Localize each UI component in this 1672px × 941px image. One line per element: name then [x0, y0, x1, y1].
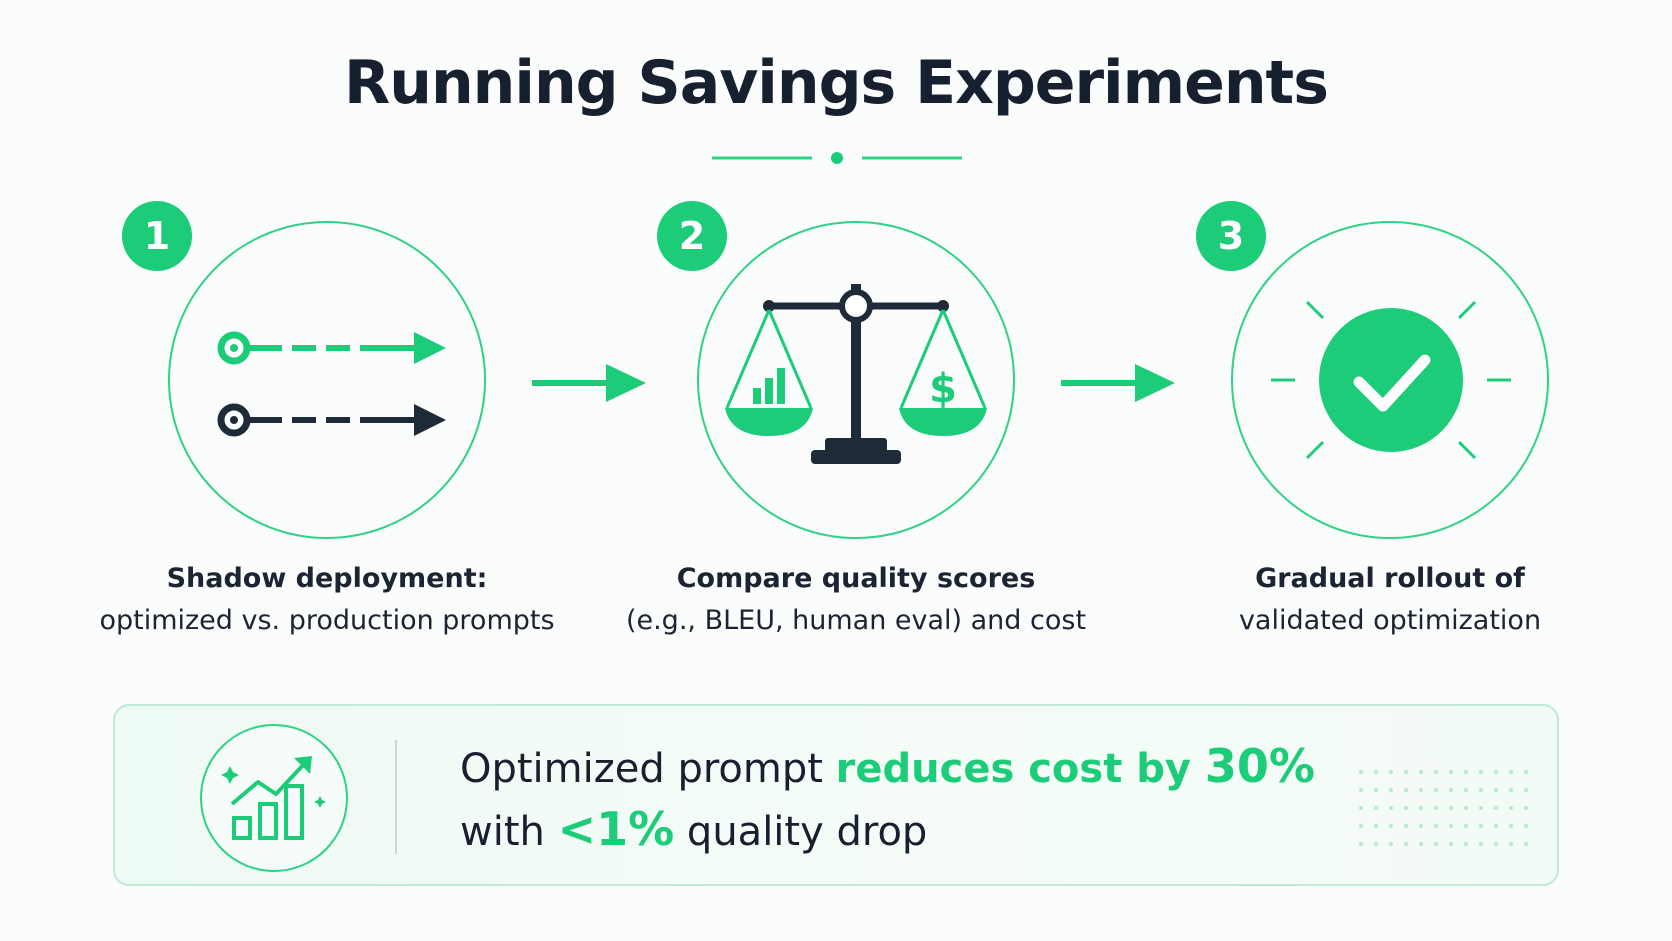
- flow-arrow-1-to-2: [532, 364, 646, 402]
- decorative-dot: [1463, 841, 1469, 847]
- decorative-dot: [1388, 769, 1394, 775]
- shadow-deployment-arrows-icon: [217, 331, 446, 437]
- decorative-dot: [1433, 823, 1439, 829]
- decorative-dot: [1523, 787, 1529, 793]
- decorative-dot: [1358, 841, 1364, 847]
- decorative-dot: [1508, 805, 1514, 811]
- decorative-dot: [1433, 787, 1439, 793]
- decorative-dot: [1448, 787, 1454, 793]
- decorative-dot: [1403, 841, 1409, 847]
- decorative-dot: [1508, 769, 1514, 775]
- decorative-dot: [1463, 769, 1469, 775]
- decorative-dot-grid: [1358, 769, 1529, 847]
- decorative-dot: [1493, 769, 1499, 775]
- result-line-1-highlight: reduces cost by: [835, 746, 1205, 792]
- balance-scale-icon: $: [725, 284, 987, 464]
- decorative-dot: [1403, 805, 1409, 811]
- decorative-dot: [1358, 805, 1364, 811]
- decorative-dot: [1358, 823, 1364, 829]
- svg-text:$: $: [929, 366, 957, 412]
- decorative-dot: [1373, 823, 1379, 829]
- decorative-dot: [1373, 769, 1379, 775]
- decorative-dot: [1478, 787, 1484, 793]
- decorative-dot: [1493, 787, 1499, 793]
- decorative-dot: [1433, 769, 1439, 775]
- result-line-2: with <1% quality drop: [460, 799, 1360, 862]
- decorative-dot: [1388, 787, 1394, 793]
- decorative-dot: [1508, 823, 1514, 829]
- step-3-caption-title: Gradual rollout of: [1255, 563, 1525, 594]
- decorative-dot: [1493, 823, 1499, 829]
- decorative-dot: [1448, 841, 1454, 847]
- decorative-dot: [1433, 841, 1439, 847]
- decorative-dot: [1508, 787, 1514, 793]
- decorative-dot: [1418, 769, 1424, 775]
- growth-chart-icon: [221, 756, 326, 840]
- decorative-dot: [1508, 841, 1514, 847]
- step-1-circle: [168, 221, 486, 539]
- decorative-dot: [1448, 823, 1454, 829]
- decorative-dot: [1373, 805, 1379, 811]
- decorative-dot: [1463, 805, 1469, 811]
- result-quality-drop-value: <1%: [557, 802, 675, 856]
- decorative-dot: [1388, 841, 1394, 847]
- decorative-dot: [1403, 787, 1409, 793]
- result-cost-reduction-value: 30%: [1204, 739, 1315, 793]
- step-3-caption-text: validated optimization: [1238, 605, 1542, 636]
- result-line-2-prefix: with: [460, 809, 558, 855]
- decorative-dot: [1463, 787, 1469, 793]
- result-card: Optimized prompt reduces cost by 30% wit…: [113, 704, 1559, 886]
- step-2-caption-title: Compare quality scores: [676, 563, 1036, 594]
- decorative-dot: [1418, 823, 1424, 829]
- decorative-dot: [1418, 805, 1424, 811]
- decorative-dot: [1448, 805, 1454, 811]
- decorative-dot: [1358, 769, 1364, 775]
- step-3-number-badge: 3: [1196, 201, 1266, 271]
- decorative-dot: [1433, 805, 1439, 811]
- step-2-number-badge: 2: [657, 201, 727, 271]
- decorative-dot: [1493, 841, 1499, 847]
- decorative-dot: [1478, 805, 1484, 811]
- decorative-dot: [1403, 823, 1409, 829]
- decorative-dot: [1478, 823, 1484, 829]
- step-1-caption: Shadow deployment: optimized vs. product…: [67, 558, 587, 642]
- decorative-dot: [1478, 769, 1484, 775]
- decorative-dot: [1388, 805, 1394, 811]
- step-1-caption-title: Shadow deployment:: [166, 563, 488, 594]
- result-icon-circle: [200, 724, 348, 872]
- step-2-caption: Compare quality scores (e.g., BLEU, huma…: [596, 558, 1116, 642]
- decorative-dot: [1448, 769, 1454, 775]
- step-1-caption-text: optimized vs. production prompts: [99, 605, 555, 636]
- decorative-dot: [1418, 841, 1424, 847]
- check-circle-icon: [1271, 300, 1511, 460]
- decorative-dot: [1478, 841, 1484, 847]
- step-3-caption: Gradual rollout of validated optimizatio…: [1130, 558, 1650, 642]
- decorative-dot: [1493, 805, 1499, 811]
- step-1-number-badge: 1: [122, 201, 192, 271]
- decorative-dot: [1523, 805, 1529, 811]
- decorative-dot: [1373, 841, 1379, 847]
- decorative-dot: [1418, 787, 1424, 793]
- page-title: Running Savings Experiments: [344, 48, 1329, 118]
- title-divider: [712, 152, 962, 164]
- decorative-dot: [1388, 823, 1394, 829]
- decorative-dot: [1373, 787, 1379, 793]
- decorative-dot: [1358, 787, 1364, 793]
- result-statement: Optimized prompt reduces cost by 30% wit…: [460, 736, 1360, 862]
- decorative-dot: [1523, 769, 1529, 775]
- decorative-dot: [1403, 769, 1409, 775]
- decorative-dot: [1463, 823, 1469, 829]
- result-line-1: Optimized prompt reduces cost by 30%: [460, 736, 1360, 799]
- decorative-dot: [1523, 823, 1529, 829]
- result-line-1-prefix: Optimized prompt: [460, 746, 836, 792]
- step-2-caption-text: (e.g., BLEU, human eval) and cost: [625, 605, 1087, 636]
- result-line-2-suffix: quality drop: [674, 809, 928, 855]
- flow-arrow-2-to-3: [1061, 364, 1175, 402]
- result-separator: [395, 740, 397, 854]
- decorative-dot: [1523, 841, 1529, 847]
